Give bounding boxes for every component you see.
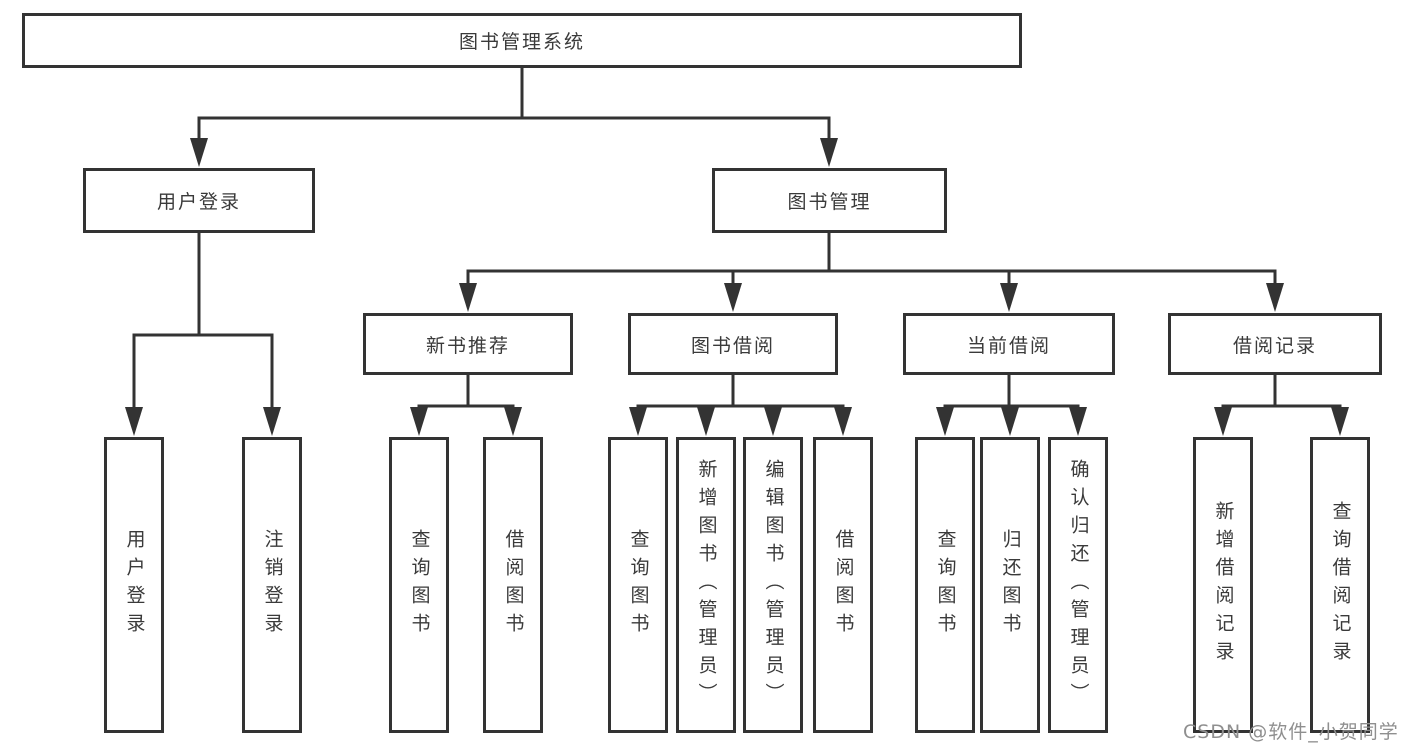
node-book-borrowing: 图书借阅 [628, 313, 838, 375]
node-new-book-recommend: 新书推荐 [363, 313, 573, 375]
watermark: CSDN @软件_小贺同学 [1183, 721, 1399, 743]
node-root: 图书管理系统 [22, 13, 1022, 68]
leaf-query-borrow-record: 查询借阅记录 [1310, 437, 1370, 733]
leaf-borrow-books-recommend: 借阅图书 [483, 437, 543, 733]
leaf-return-books: 归还图书 [980, 437, 1040, 733]
leaf-user-login: 用户登录 [104, 437, 164, 733]
node-book-management: 图书管理 [712, 168, 947, 233]
leaf-confirm-return-admin: 确认归还（管理员） [1048, 437, 1108, 733]
leaf-edit-books-admin: 编辑图书（管理员） [743, 437, 803, 733]
node-user-login: 用户登录 [83, 168, 315, 233]
leaf-add-books-admin: 新增图书（管理员） [676, 437, 736, 733]
leaf-add-borrow-record: 新增借阅记录 [1193, 437, 1253, 733]
leaf-borrow-books-borrowing: 借阅图书 [813, 437, 873, 733]
leaf-query-books-current: 查询图书 [915, 437, 975, 733]
leaf-logout: 注销登录 [242, 437, 302, 733]
leaf-query-books-borrowing: 查询图书 [608, 437, 668, 733]
leaf-query-books-recommend: 查询图书 [389, 437, 449, 733]
node-current-borrowing: 当前借阅 [903, 313, 1115, 375]
node-borrow-records: 借阅记录 [1168, 313, 1382, 375]
